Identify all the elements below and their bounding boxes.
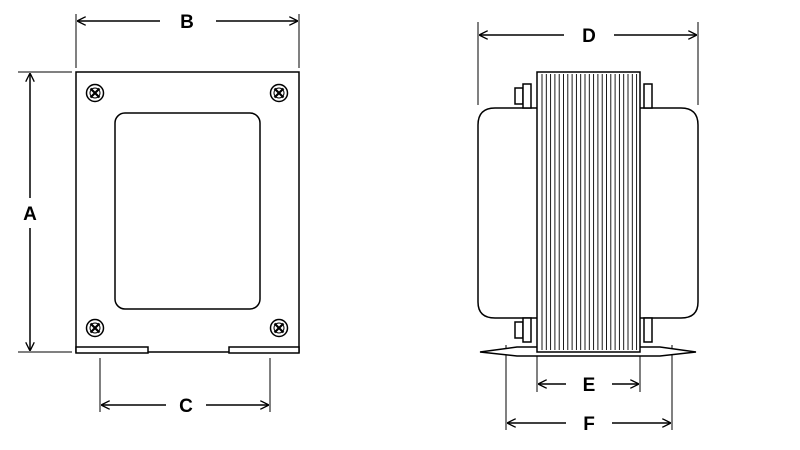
- dimension-d: D: [480, 26, 696, 47]
- front-view: B A C: [18, 12, 300, 417]
- dimension-a: A: [23, 74, 37, 350]
- front-foot-left: [75, 346, 149, 354]
- front-window: [114, 112, 261, 310]
- dimension-b-label: B: [180, 12, 194, 33]
- dimension-a-label: A: [23, 204, 37, 225]
- front-foot-right: [228, 346, 300, 354]
- screw-icon: [85, 83, 105, 103]
- bolt-icon: [514, 317, 532, 343]
- dimension-e: E: [539, 375, 638, 396]
- coil-right: [635, 107, 699, 319]
- dimension-f: F: [508, 414, 670, 435]
- dimension-c-label: C: [179, 396, 193, 417]
- side-view: D E F: [477, 22, 699, 435]
- dimension-d-label: D: [582, 26, 596, 47]
- dimension-e-label: E: [583, 375, 596, 396]
- bolt-icon: [643, 317, 653, 343]
- bolt-icon: [514, 83, 532, 109]
- coil-left: [477, 107, 541, 319]
- screw-icon: [85, 318, 105, 338]
- dimension-b: B: [78, 12, 297, 33]
- screw-icon: [269, 318, 289, 338]
- screw-icon: [269, 83, 289, 103]
- dimension-c: C: [102, 396, 268, 417]
- lamination-stack: [536, 71, 641, 353]
- dimension-f-label: F: [583, 414, 595, 435]
- lamination-lines: [541, 74, 638, 350]
- bolt-icon: [643, 83, 653, 109]
